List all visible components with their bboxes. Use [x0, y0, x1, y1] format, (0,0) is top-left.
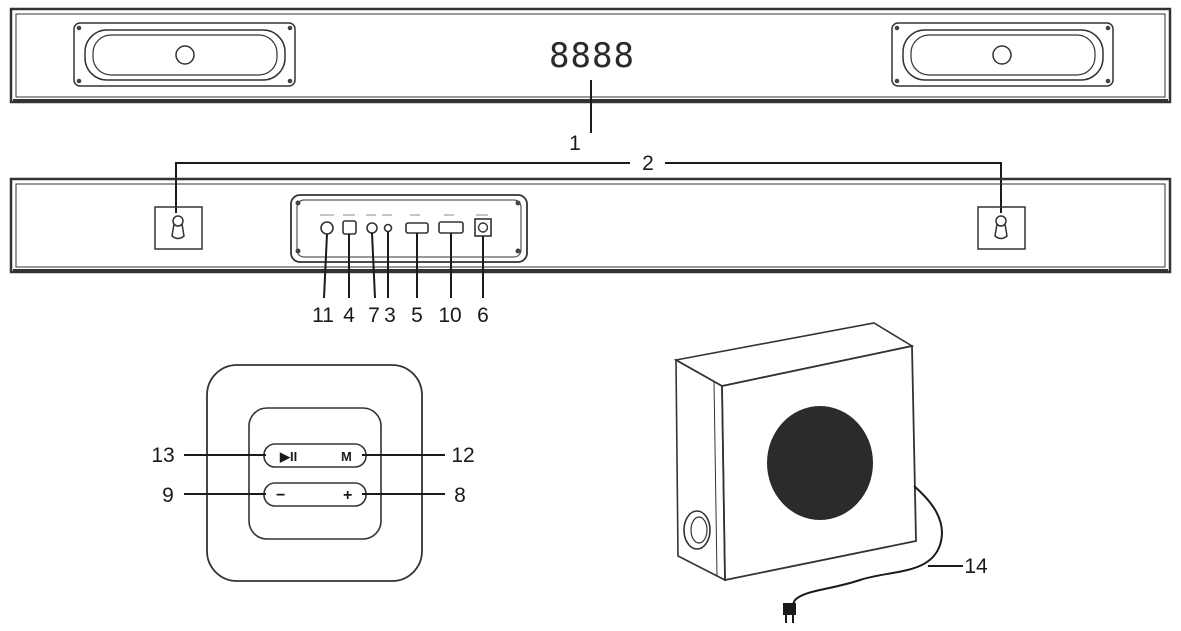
callout-9: 9 — [162, 484, 174, 507]
power-plug — [783, 603, 796, 623]
right-wall-mount-keyhole — [977, 206, 1026, 250]
subwoofer-cone — [767, 406, 873, 520]
bass-port — [683, 510, 711, 550]
soundbar-front: 8888 1 — [9, 7, 1172, 155]
callout-6: 6 — [477, 304, 489, 327]
subwoofer: 14 — [673, 322, 988, 623]
port-3-jack — [383, 223, 393, 233]
callout-4: 4 — [343, 304, 355, 327]
left-wall-mount-keyhole — [154, 206, 203, 250]
led-display: 8888 — [549, 36, 635, 76]
callout-1: 1 — [569, 132, 581, 155]
callout-3: 3 — [384, 304, 396, 327]
control-panel: ▶II M − + 13 12 9 8 — [151, 364, 475, 582]
callout-14: 14 — [964, 555, 988, 578]
port-10-hdmi — [438, 221, 464, 234]
callout-7: 7 — [368, 304, 380, 327]
callout-2: 2 — [642, 152, 654, 175]
play-pause-button: ▶II — [279, 449, 297, 464]
left-speaker-driver — [73, 22, 296, 87]
port-5-usb — [405, 222, 429, 234]
soundbar-back: 2 — [9, 152, 1172, 327]
callout-5: 5 — [411, 304, 423, 327]
callout-10: 10 — [438, 304, 461, 327]
mode-button: M — [341, 449, 352, 464]
port-7-jack — [366, 222, 378, 234]
port-11-round — [320, 221, 334, 235]
port-6-dc-power — [474, 218, 492, 237]
callout-8: 8 — [454, 484, 466, 507]
callout-12: 12 — [451, 444, 474, 467]
callout-13: 13 — [151, 444, 174, 467]
rear-connector-panel — [290, 194, 528, 263]
volume-up-button: + — [343, 487, 352, 504]
volume-down-button: − — [276, 487, 285, 504]
callout-11: 11 — [312, 304, 334, 327]
port-4-optical — [342, 220, 357, 235]
right-speaker-driver — [891, 22, 1114, 87]
